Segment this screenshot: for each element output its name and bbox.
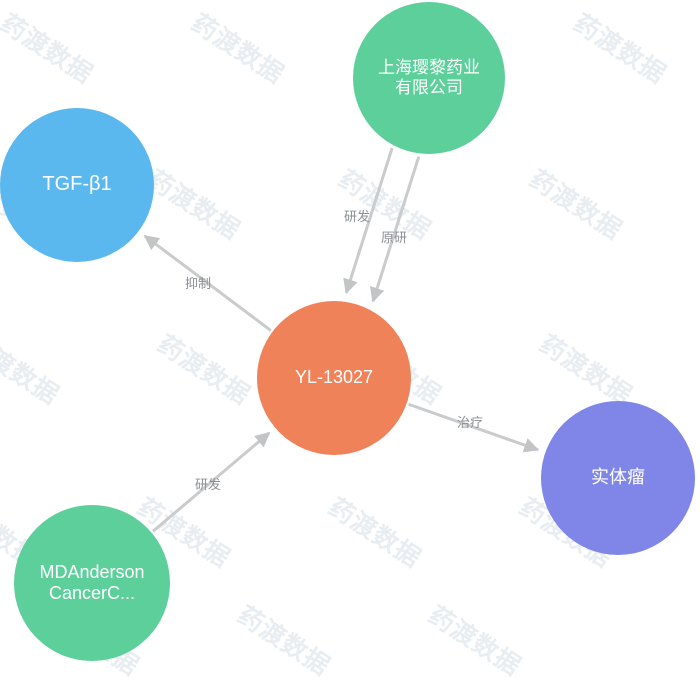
node-tgf-beta-1[interactable]: TGF-β1 <box>0 108 154 262</box>
node-label: MDAnderson CancerC... <box>39 561 145 603</box>
edge-label: 研发 <box>195 477 222 492</box>
edge-label: 治疗 <box>457 415 484 430</box>
edge-label: 研发 <box>344 209 371 224</box>
node-label: YL-13027 <box>294 367 374 388</box>
edge-original-research-company[interactable] <box>343 147 394 295</box>
node-yl-13027[interactable]: YL-13027 <box>257 301 411 455</box>
node-shanghai-yingli-pharma[interactable]: 上海璎黎药业 有限公司 <box>353 2 505 154</box>
edge-inhibit-tgf-beta-1[interactable] <box>143 234 272 332</box>
node-solid-tumor[interactable]: 实体瘤 <box>541 401 695 555</box>
edge-layer <box>143 147 540 533</box>
edge-label: 原研 <box>381 230 408 245</box>
edge-label: 抑制 <box>185 276 212 291</box>
node-label: 实体瘤 <box>591 467 645 488</box>
edge-research-development-company[interactable] <box>369 156 421 303</box>
node-label: 上海璎黎药业 有限公司 <box>378 57 480 97</box>
node-label: TGF-β1 <box>42 173 112 196</box>
edge-treat-solid-tumor[interactable] <box>408 402 540 453</box>
node-mdanderson-cancer-center[interactable]: MDAnderson CancerC... <box>14 505 170 661</box>
edge-research-development-mdanderson[interactable] <box>152 431 271 533</box>
